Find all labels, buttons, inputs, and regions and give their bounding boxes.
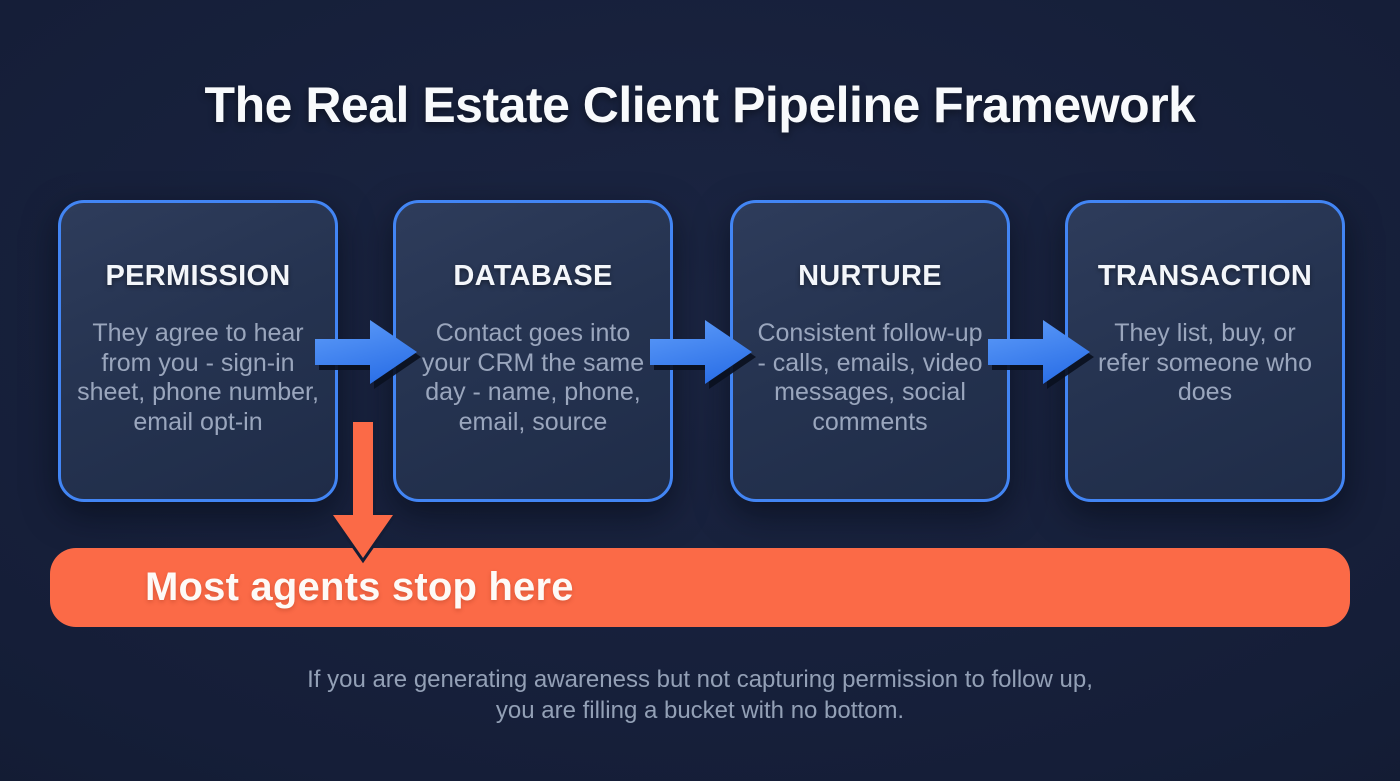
flow-arrow-right-icon [315, 320, 417, 384]
stage-heading: DATABASE [453, 260, 613, 292]
stage-card-database: DATABASE Contact goes into your CRM the … [393, 200, 673, 502]
stage-description: Contact goes into your CRM the same day … [421, 319, 645, 436]
stage-card-transaction: TRANSACTION They list, buy, or refer som… [1065, 200, 1345, 502]
stage-heading: NURTURE [798, 260, 942, 292]
callout-label: Most agents stop here [145, 565, 574, 609]
callout-banner: Most agents stop here [50, 548, 1350, 627]
drop-arrow-icon [330, 420, 396, 564]
stage-description: They agree to hear from you - sign-in sh… [77, 319, 319, 436]
stage-heading: TRANSACTION [1097, 260, 1313, 292]
flow-arrow-right-icon [650, 320, 752, 384]
stage-card-nurture: NURTURE Consistent follow-up - calls, em… [730, 200, 1010, 502]
flow-arrow-right-icon [988, 320, 1090, 384]
footnote-text: If you are generating awareness but not … [307, 666, 1093, 724]
stage-card-permission: PERMISSION They agree to hear from you -… [58, 200, 338, 502]
stage-description: Consistent follow-up - calls, emails, vi… [757, 319, 983, 436]
page-title: The Real Estate Client Pipeline Framewor… [204, 77, 1196, 133]
stage-heading: PERMISSION [105, 260, 291, 292]
stage-description: They list, buy, or refer someone who doe… [1097, 319, 1312, 406]
